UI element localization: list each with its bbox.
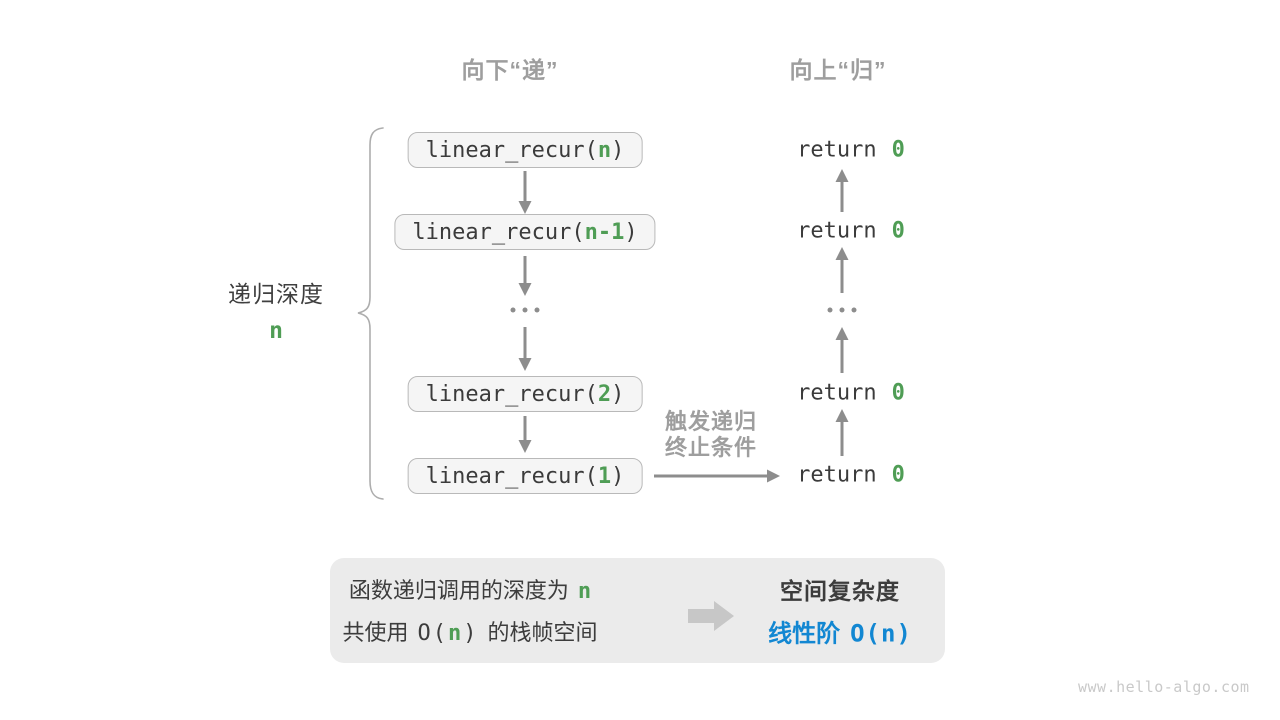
watermark: www.hello-algo.com — [1078, 678, 1250, 696]
call-box-n-1-code: linear_recur(n-1) — [412, 219, 638, 245]
ellipsis-left — [510, 307, 540, 313]
space-complexity-title: 空间复杂度 — [780, 578, 900, 604]
up-arrow-icon-1 — [835, 169, 849, 212]
call-box-n-code: linear_recur(n) — [425, 137, 625, 163]
call-box-n-1: linear_recur(n-1) — [394, 214, 656, 250]
call-box-n: linear_recur(n) — [407, 132, 643, 168]
up-arrow-icon-4 — [835, 409, 849, 456]
call-box-1-code: linear_recur(1) — [425, 463, 625, 489]
terminate-note-line2: 终止条件 — [664, 435, 758, 460]
depth-brace-icon — [357, 127, 384, 500]
down-arrow-icon-2 — [518, 256, 532, 296]
up-arrow-icon-3 — [835, 327, 849, 373]
implies-arrow-icon — [688, 601, 734, 631]
dot-icon — [839, 307, 845, 313]
header-recurse-down: 向下“递” — [461, 57, 559, 83]
base-case-arrow-icon — [654, 469, 780, 483]
header-return-up: 向上“归” — [789, 57, 887, 83]
call-box-2: linear_recur(2) — [407, 376, 643, 412]
down-arrow-icon-1 — [518, 171, 532, 214]
dot-icon — [827, 307, 833, 313]
down-arrow-icon-4 — [518, 416, 532, 453]
terminate-note: 触发递归 终止条件 — [665, 409, 757, 461]
dot-icon — [510, 307, 516, 313]
ellipsis-right — [827, 307, 857, 313]
dot-icon — [522, 307, 528, 313]
depth-label: 递归深度 — [228, 281, 324, 307]
terminate-note-line1: 触发递归 — [664, 409, 758, 434]
up-arrow-icon-2 — [835, 247, 849, 293]
down-arrow-icon-3 — [518, 327, 532, 371]
call-box-1: linear_recur(1) — [407, 458, 643, 494]
depth-value: n — [269, 318, 283, 344]
dot-icon — [851, 307, 857, 313]
call-box-2-code: linear_recur(2) — [425, 381, 625, 407]
big-o-code: O(n) — [417, 621, 479, 646]
dot-icon — [534, 307, 540, 313]
